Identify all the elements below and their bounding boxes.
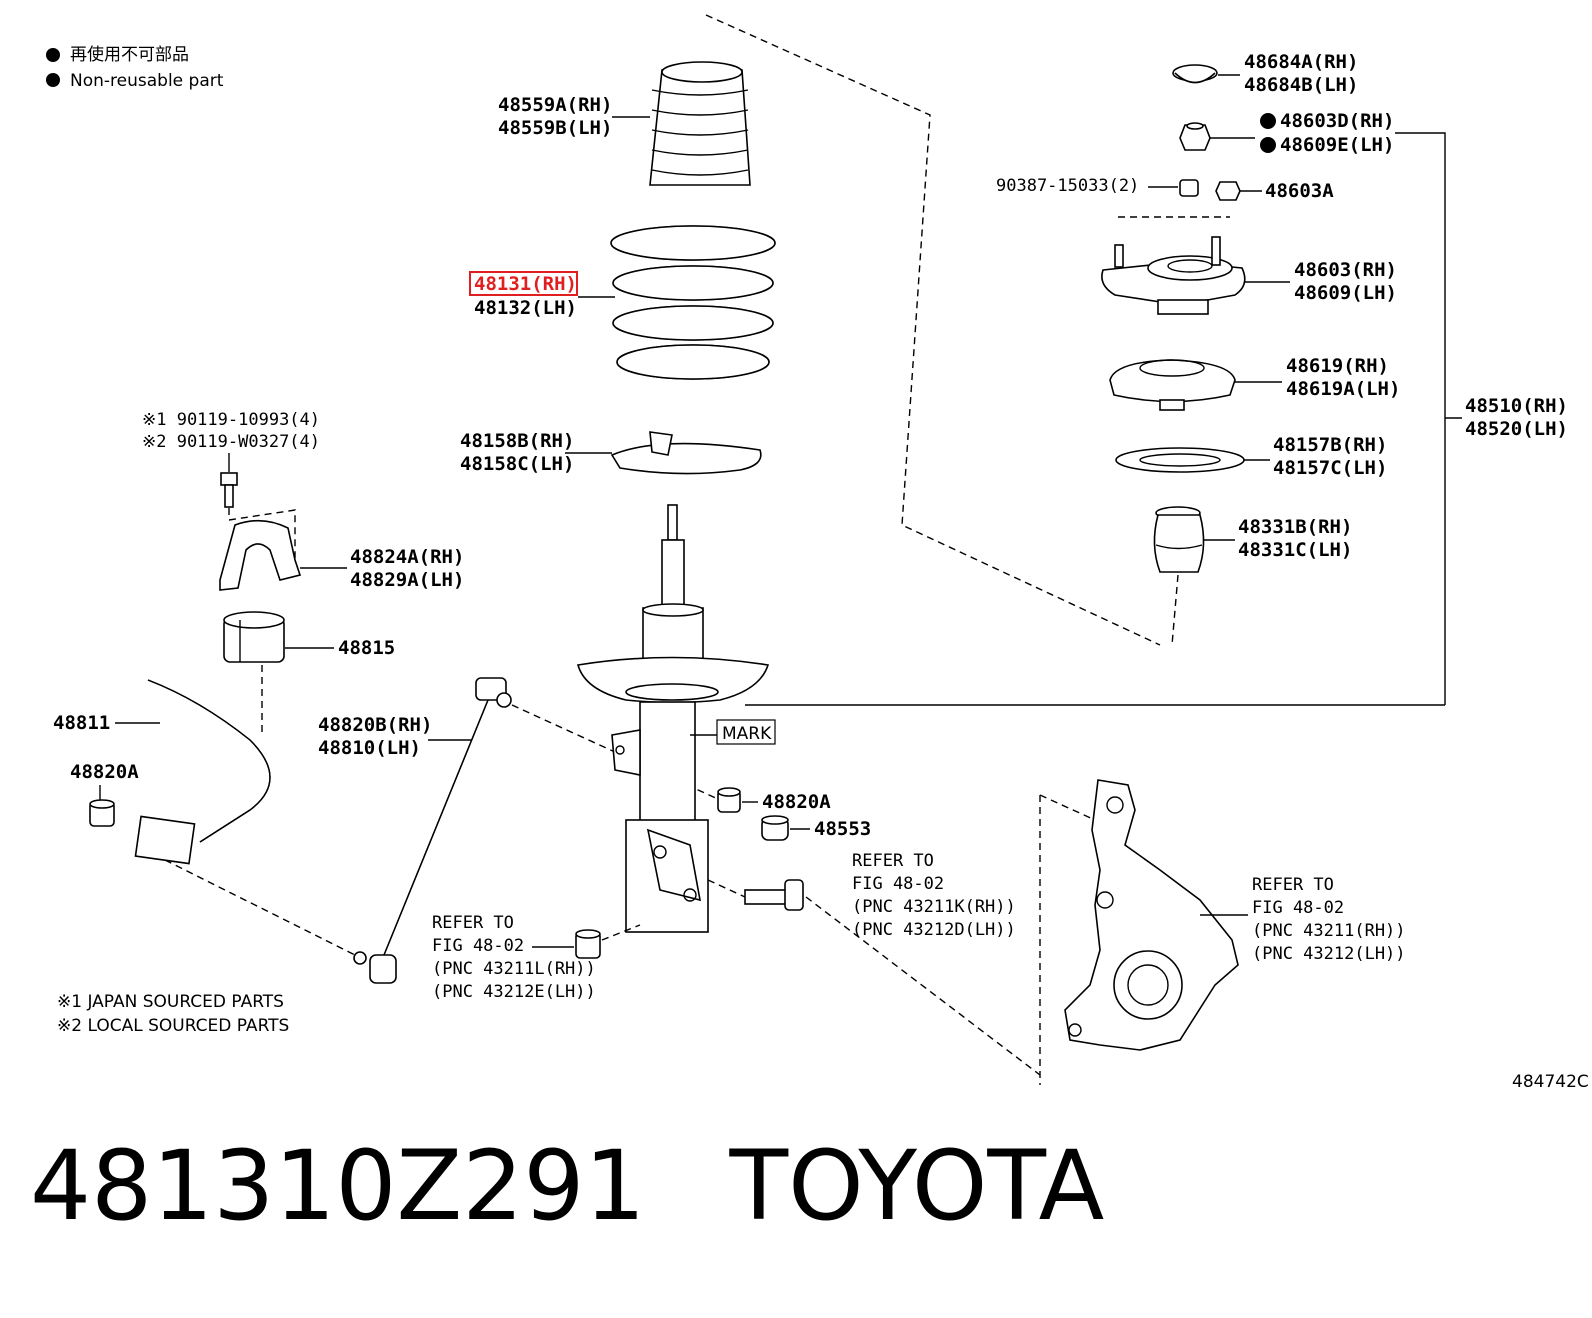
strut-mount: [1101, 236, 1246, 315]
label-48559-lh: 48559B(LH): [498, 117, 612, 139]
bracket-bolt: [220, 472, 238, 508]
refer-left-4: (PNC 43212E(LH)): [432, 982, 596, 1002]
mount-cap: [1172, 64, 1218, 84]
label-48820A-left: 48820A: [70, 761, 139, 783]
link-nut-mid: [717, 787, 741, 813]
mount-collar: [1179, 179, 1199, 197]
steering-knuckle: [1064, 779, 1239, 1051]
non-reusable-dot-icon: [46, 48, 60, 62]
stabilizer-bushing: [223, 611, 285, 663]
label-48157-rh: 48157B(RH): [1273, 434, 1387, 456]
label-48811: 48811: [53, 712, 110, 734]
label-48684-rh: 48684A(RH): [1244, 51, 1358, 73]
label-48157-lh: 48157C(LH): [1273, 457, 1387, 479]
non-reusable-dot-icon: [1260, 137, 1276, 153]
knuckle-bolt: [744, 879, 804, 911]
mount-group-outline: [705, 14, 1161, 646]
refer-right-4: (PNC 43212(LH)): [1252, 944, 1406, 964]
label-48158-rh: 48158B(RH): [460, 430, 574, 452]
part-number: 481310Z291: [30, 1130, 646, 1242]
spring-insulator: [610, 431, 762, 475]
label-48684-lh: 48684B(LH): [1244, 74, 1358, 96]
knuckle-nut: [575, 929, 601, 959]
refer-mid-1: REFER TO: [852, 851, 934, 871]
bump-stopper: [1153, 506, 1205, 573]
label-48603A: 48603A: [1265, 180, 1334, 202]
refer-left-3: (PNC 43211L(RH)): [432, 959, 596, 979]
label-48331-rh: 48331B(RH): [1238, 516, 1352, 538]
mount-nut-48603A: [1215, 181, 1241, 201]
dust-boot: [649, 61, 751, 186]
label-48559-rh: 48559A(RH): [498, 94, 612, 116]
nut-48553: [761, 815, 789, 841]
mark-box: [716, 719, 776, 745]
label-48619A-lh: 48619A(LH): [1286, 378, 1400, 400]
label-48619-rh: 48619(RH): [1286, 355, 1389, 377]
label-48824-rh: 48824A(RH): [350, 546, 464, 568]
refer-right-2: FIG 48-02: [1252, 898, 1344, 918]
parts-diagram: 再使用不可部品 Non-reusable part 48559A(RH) 485…: [46, 14, 1589, 1092]
legend: 再使用不可部品 Non-reusable part: [46, 44, 224, 91]
label-48331-lh: 48331C(LH): [1238, 539, 1352, 561]
label-90119-2: ※2 90119-W0327(4): [142, 432, 320, 452]
label-48609E-lh: 48609E(LH): [1280, 134, 1394, 156]
label-mark: MARK: [722, 724, 772, 744]
highlight-box: [469, 271, 578, 296]
sourced-note-2: ※2 LOCAL SOURCED PARTS: [57, 1016, 289, 1036]
non-reusable-dot-icon: [46, 73, 60, 87]
stabilizer-bar: [134, 679, 271, 865]
coil-spring: [610, 225, 776, 380]
label-48520-lh: 48520(LH): [1465, 418, 1568, 440]
label-48815: 48815: [338, 637, 395, 659]
label-48553: 48553: [814, 818, 871, 840]
label-48603D-rh: 48603D(RH): [1280, 110, 1394, 132]
figure-code: 484742C: [1512, 1072, 1589, 1092]
label-48609-lh: 48609(LH): [1294, 282, 1397, 304]
label-90119-1: ※1 90119-10993(4): [142, 410, 320, 430]
label-48820B-rh: 48820B(RH): [318, 714, 432, 736]
brand-name: TOYOTA: [729, 1130, 1105, 1242]
refer-right-3: (PNC 43211(RH)): [1252, 921, 1406, 941]
mount-nut: [1179, 122, 1211, 151]
label-48829-lh: 48829A(LH): [350, 569, 464, 591]
bearing: [1109, 359, 1236, 411]
refer-left-2: FIG 48-02: [432, 936, 524, 956]
stabilizer-link-nut-left: [89, 799, 115, 827]
refer-left-1: REFER TO: [432, 913, 514, 933]
refer-right-1: REFER TO: [1252, 875, 1334, 895]
legend-jp: 再使用不可部品: [70, 44, 189, 65]
legend-en: Non-reusable part: [70, 71, 224, 91]
upper-spring-insulator: [1115, 447, 1245, 473]
stabilizer-link: [353, 677, 512, 984]
stabilizer-bracket: [219, 519, 302, 591]
label-48603-rh: 48603(RH): [1294, 259, 1397, 281]
refer-mid-2: FIG 48-02: [852, 874, 944, 894]
shock-absorber: [576, 504, 770, 933]
label-48510-rh: 48510(RH): [1465, 395, 1568, 417]
sourced-note-1: ※1 JAPAN SOURCED PARTS: [57, 992, 284, 1012]
label-48158-lh: 48158C(LH): [460, 453, 574, 475]
label-48810-lh: 48810(LH): [318, 737, 421, 759]
refer-mid-3: (PNC 43211K(RH)): [852, 897, 1016, 917]
label-48820A-mid: 48820A: [762, 791, 831, 813]
label-48131-rh: 48131(RH): [474, 273, 577, 295]
non-reusable-dot-icon: [1260, 113, 1276, 129]
label-48132-lh: 48132(LH): [474, 297, 577, 319]
label-90387: 90387-15033(2): [996, 176, 1139, 196]
refer-mid-4: (PNC 43212D(LH)): [852, 920, 1016, 940]
